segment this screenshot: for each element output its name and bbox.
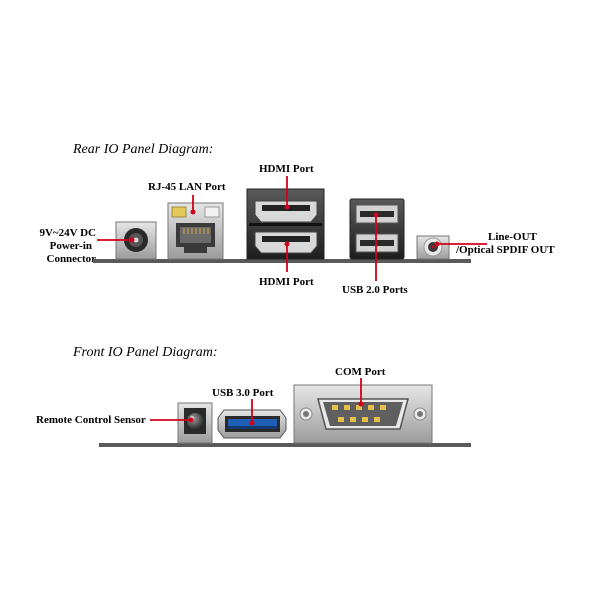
usb3-label: USB 3.0 Port — [212, 387, 274, 399]
lan-led-white-icon — [204, 206, 220, 218]
rear-panel — [93, 176, 487, 281]
audio-label-line1: Line-OUT — [488, 231, 537, 243]
rear-callout-lines — [97, 176, 487, 281]
dc-label-line2: Power-in — [49, 240, 92, 252]
hdmi-top-label: HDMI Port — [259, 163, 314, 175]
rj45-lan-port — [167, 202, 224, 260]
front-callout-lines — [150, 378, 362, 423]
rear-panel-title: Rear IO Panel Diagram: — [73, 142, 214, 157]
audio-label-line2: /Optical SPDIF OUT — [456, 244, 555, 256]
front-panel — [99, 378, 471, 447]
dc-power-jack — [115, 221, 157, 260]
hdmi-bottom-label: HDMI Port — [259, 276, 314, 288]
rear-panel-bar — [93, 259, 471, 263]
usb2-dual-port — [349, 198, 405, 260]
sensor-label: Remote Control Sensor — [36, 414, 146, 426]
front-callout-dots — [188, 401, 364, 426]
remote-sensor — [177, 402, 213, 444]
lan-label: RJ-45 LAN Port — [148, 181, 226, 193]
com-label: COM Port — [335, 366, 386, 378]
dc-label-line1: 9V~24V DC — [39, 227, 96, 239]
front-panel-bar — [99, 443, 471, 447]
lan-led-yellow-icon — [171, 206, 187, 218]
front-panel-title: Front IO Panel Diagram: — [73, 345, 218, 360]
usb2-label: USB 2.0 Ports — [342, 284, 408, 296]
rear-callout-dots — [129, 204, 440, 247]
dc-label-line3: Connector — [46, 253, 97, 265]
com-port — [293, 384, 433, 444]
audio-jack — [416, 235, 450, 260]
hdmi-dual-port — [246, 188, 325, 260]
